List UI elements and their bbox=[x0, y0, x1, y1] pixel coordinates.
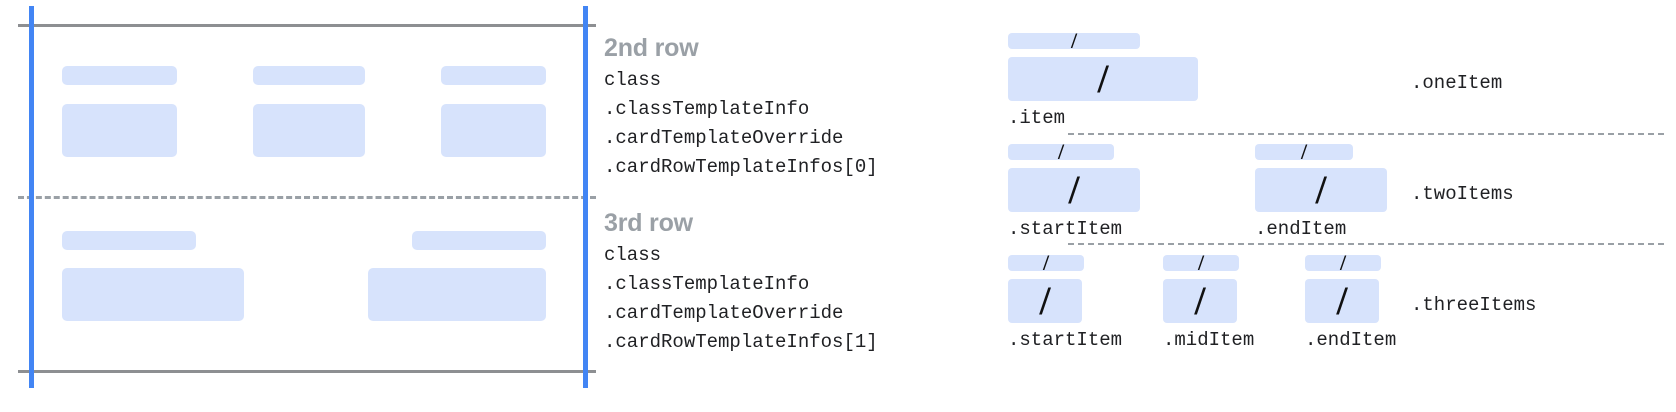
variant-slot: / / .startItem bbox=[1008, 144, 1140, 240]
placeholder-body-bar bbox=[253, 104, 365, 157]
slot-name-label: .endItem bbox=[1305, 329, 1397, 351]
slot-label-placeholder: / bbox=[1305, 255, 1381, 271]
slot-name-label: .endItem bbox=[1255, 218, 1347, 240]
slot-name-label: .item bbox=[1008, 107, 1066, 129]
card-top-rule bbox=[18, 24, 596, 27]
variant-divider-one-two bbox=[1068, 133, 1664, 135]
annotation-code-line: class bbox=[604, 69, 662, 91]
card-row-divider bbox=[18, 196, 596, 199]
slot-name-label: .startItem bbox=[1008, 329, 1123, 351]
card-bottom-rule bbox=[18, 370, 596, 373]
slash-icon: / bbox=[1057, 144, 1065, 160]
annotation-3rd-row: 3rd row class .classTemplateInfo .cardTe… bbox=[604, 208, 944, 357]
annotation-code-line: .cardTemplateOverride bbox=[604, 127, 844, 149]
slash-icon: / bbox=[1070, 33, 1078, 49]
slash-icon: / bbox=[1039, 279, 1051, 323]
placeholder-body-bar bbox=[62, 268, 244, 321]
slash-icon: / bbox=[1197, 255, 1205, 271]
slash-icon: / bbox=[1042, 255, 1050, 271]
slash-icon: / bbox=[1300, 144, 1308, 160]
slot-body-placeholder: / bbox=[1008, 168, 1140, 212]
slot-body-placeholder: / bbox=[1305, 279, 1379, 323]
variant-slot: / / .endItem bbox=[1305, 255, 1397, 351]
slot-body-placeholder: / bbox=[1163, 279, 1237, 323]
slot-label-placeholder: / bbox=[1008, 255, 1084, 271]
annotation-code-line: .classTemplateInfo bbox=[604, 98, 810, 120]
placeholder-body-bar bbox=[62, 104, 177, 157]
slot-label-placeholder: / bbox=[1008, 33, 1140, 49]
annotation-code-line: .cardRowTemplateInfos[1] bbox=[604, 331, 878, 353]
slash-icon: / bbox=[1068, 168, 1080, 212]
placeholder-body-bar bbox=[368, 268, 546, 321]
placeholder-label-bar bbox=[441, 66, 546, 85]
annotation-code-line: class bbox=[604, 244, 662, 266]
variant-slot: / / .item bbox=[1008, 33, 1198, 129]
card-right-guide bbox=[583, 6, 588, 388]
slot-body-placeholder: / bbox=[1008, 279, 1082, 323]
placeholder-label-bar bbox=[412, 231, 546, 250]
variant-name-one-item: .oneItem bbox=[1411, 72, 1503, 94]
slot-label-placeholder: / bbox=[1008, 144, 1114, 160]
annotation-code-line: .cardTemplateOverride bbox=[604, 302, 844, 324]
annotation-code-line: .classTemplateInfo bbox=[604, 273, 810, 295]
annotation-2nd-row: 2nd row class .classTemplateInfo .cardTe… bbox=[604, 33, 944, 182]
slash-icon: / bbox=[1315, 168, 1327, 212]
slot-body-placeholder: / bbox=[1255, 168, 1387, 212]
slot-name-label: .startItem bbox=[1008, 218, 1123, 240]
placeholder-body-bar bbox=[441, 104, 546, 157]
placeholder-label-bar bbox=[62, 66, 177, 85]
annotation-heading: 3rd row bbox=[604, 209, 693, 237]
card-left-guide bbox=[29, 6, 34, 388]
annotation-code-line: .cardRowTemplateInfos[0] bbox=[604, 156, 878, 178]
slot-body-placeholder: / bbox=[1008, 57, 1198, 101]
variant-slot: / / .endItem bbox=[1255, 144, 1387, 240]
card-mock-panel bbox=[0, 0, 596, 412]
slot-label-placeholder: / bbox=[1255, 144, 1353, 160]
slash-icon: / bbox=[1339, 255, 1347, 271]
placeholder-label-bar bbox=[62, 231, 196, 250]
slot-name-label: .midItem bbox=[1163, 329, 1255, 351]
variant-slot: / / .startItem bbox=[1008, 255, 1123, 351]
slot-label-placeholder: / bbox=[1163, 255, 1239, 271]
slash-icon: / bbox=[1097, 57, 1109, 101]
variant-name-two-items: .twoItems bbox=[1411, 183, 1514, 205]
variant-slot: / / .midItem bbox=[1163, 255, 1255, 351]
slash-icon: / bbox=[1194, 279, 1206, 323]
placeholder-label-bar bbox=[253, 66, 365, 85]
annotation-heading: 2nd row bbox=[604, 34, 699, 62]
variant-name-three-items: .threeItems bbox=[1411, 294, 1537, 316]
slash-icon: / bbox=[1336, 279, 1348, 323]
variant-divider-two-three bbox=[1068, 243, 1664, 245]
